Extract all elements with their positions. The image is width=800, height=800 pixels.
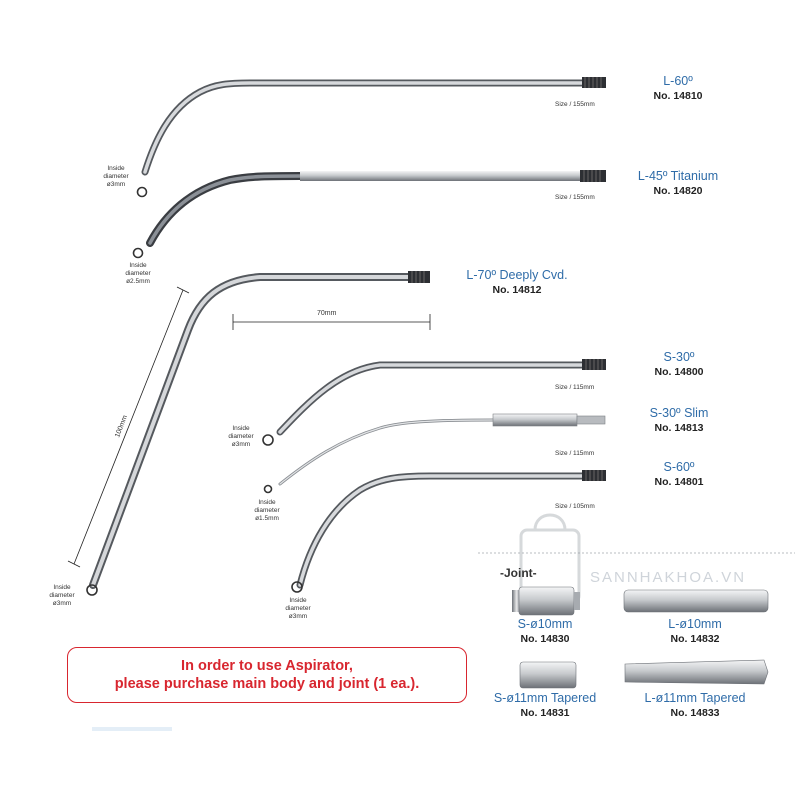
dimension-70: 70mm — [317, 310, 337, 317]
thread-l60 — [582, 77, 606, 88]
tube-l60 — [141, 77, 606, 176]
product-label-l45: L-45º Titanium No. 14820 — [618, 169, 738, 199]
product-number: No. 14801 — [654, 476, 704, 488]
thread-l70 — [408, 271, 430, 283]
joint-name: L-ø11mm Tapered — [644, 691, 746, 705]
ring-icon — [262, 434, 274, 446]
size-label: Size / 155mm — [555, 101, 595, 108]
joint-s11-image — [519, 661, 577, 689]
joint-number: No. 14830 — [520, 633, 570, 645]
product-number: No. 14812 — [492, 284, 542, 296]
product-label-l60: L-60º No. 14810 — [628, 74, 728, 104]
product-name: L-45º Titanium — [637, 169, 719, 183]
size-label: Size / 155mm — [555, 194, 595, 201]
notice-line-2: please purchase main body and joint (1 e… — [114, 676, 420, 692]
ring-icon — [132, 247, 144, 259]
watermark-text: SANNHAKHOA.VN — [590, 569, 747, 586]
tube-s30-slim — [278, 413, 606, 486]
product-number: No. 14820 — [653, 185, 703, 197]
joint-section-title: -Joint- — [500, 566, 537, 580]
product-number: No. 14810 — [653, 90, 703, 102]
product-name: S-30º — [663, 350, 695, 364]
size-label: Size / 115mm — [555, 384, 595, 391]
joint-l11-image — [624, 659, 769, 685]
notice-line-1: In order to use Aspirator, — [181, 658, 353, 674]
tube-l70 — [67, 271, 431, 589]
joint-name: S-ø10mm — [517, 617, 573, 631]
joint-number: No. 14831 — [520, 707, 570, 719]
ring-icon — [291, 581, 303, 593]
product-label-s60: S-60º No. 14801 — [634, 460, 724, 490]
joint-number: No. 14832 — [670, 633, 720, 645]
decorative-bar — [92, 727, 172, 731]
product-label-l70: L-70º Deeply Cvd. No. 14812 — [452, 268, 582, 298]
size-label: Size / 105mm — [555, 503, 595, 510]
purchase-notice: In order to use Aspirator, please purcha… — [67, 647, 467, 703]
joint-label-s11: S-ø11mm Tapered No. 14831 — [480, 691, 610, 721]
size-label: Size / 115mm — [555, 450, 595, 457]
product-name: S-60º — [663, 460, 695, 474]
joint-l10-image — [623, 589, 769, 613]
product-number: No. 14813 — [654, 422, 704, 434]
joint-label-s10: S-ø10mm No. 14830 — [495, 617, 595, 647]
tube-l45 — [146, 170, 606, 247]
joint-number: No. 14833 — [670, 707, 720, 719]
joint-label-l10: L-ø10mm No. 14832 — [645, 617, 745, 647]
ring-icon — [86, 584, 98, 596]
product-label-s30-slim: S-30º Slim No. 14813 — [624, 406, 734, 436]
ring-icon — [263, 484, 273, 494]
joint-label-l11: L-ø11mm Tapered No. 14833 — [630, 691, 760, 721]
product-number: No. 14800 — [654, 366, 704, 378]
joint-s10-image — [512, 586, 580, 616]
product-name: L-60º — [663, 74, 693, 88]
product-name: L-70º Deeply Cvd. — [466, 268, 568, 282]
tube-s60 — [296, 470, 606, 589]
product-name: S-30º Slim — [649, 406, 709, 420]
product-label-s30: S-30º No. 14800 — [634, 350, 724, 380]
ring-icon — [136, 186, 148, 198]
tube-s30 — [276, 359, 606, 436]
joint-name: L-ø10mm — [668, 617, 722, 631]
joint-name: S-ø11mm Tapered — [493, 691, 597, 705]
